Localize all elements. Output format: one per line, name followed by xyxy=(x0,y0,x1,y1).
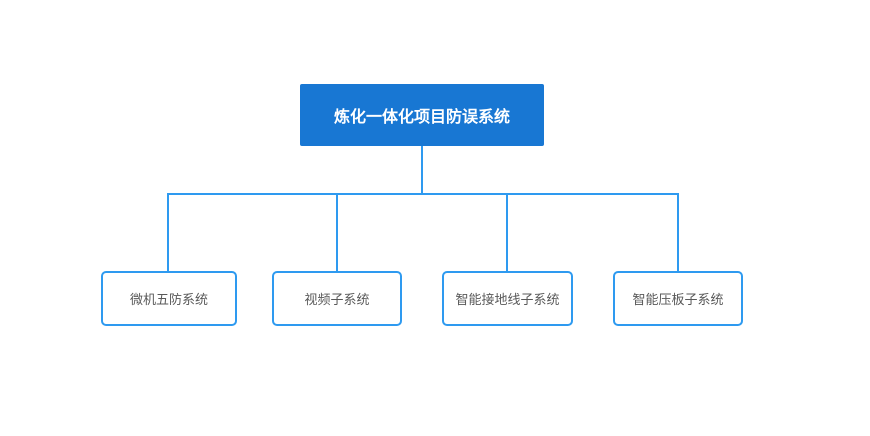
connector-drop-1 xyxy=(167,193,169,272)
child-node-pressplate[interactable]: 智能压板子系统 xyxy=(613,271,743,326)
child-node-label: 微机五防系统 xyxy=(129,292,208,307)
root-node-label: 炼化一体化项目防误系统 xyxy=(333,109,510,126)
child-node-label: 智能接地线子系统 xyxy=(455,292,560,307)
child-node-label: 视频子系统 xyxy=(304,292,370,307)
child-node-video[interactable]: 视频子系统 xyxy=(272,271,402,326)
connector-horizontal-bar xyxy=(167,193,679,195)
root-node[interactable]: 炼化一体化项目防误系统 xyxy=(300,84,544,146)
child-node-label: 智能压板子系统 xyxy=(632,292,724,307)
child-node-wjwf[interactable]: 微机五防系统 xyxy=(101,271,237,326)
connector-drop-3 xyxy=(506,193,508,272)
connector-drop-4 xyxy=(677,193,679,272)
child-node-grounding[interactable]: 智能接地线子系统 xyxy=(442,271,573,326)
connector-root-stem xyxy=(421,146,423,194)
connector-drop-2 xyxy=(336,193,338,272)
